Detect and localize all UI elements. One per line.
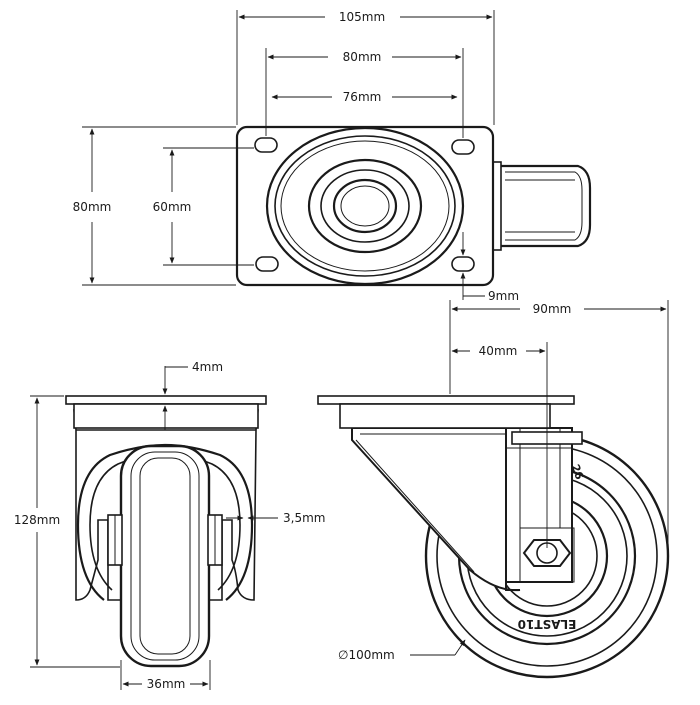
side-view: ELAST10 26 90mm 40mm ∅100mm xyxy=(317,300,670,679)
dim-hole-diameter: 9mm xyxy=(488,289,519,303)
dim-hole-spacing-vertical: 60mm xyxy=(153,200,192,214)
mount-hole-bl xyxy=(255,256,279,272)
side-plate xyxy=(317,395,575,405)
swivel-rings xyxy=(265,126,465,286)
dim-hole-spacing-outer: 80mm xyxy=(343,50,382,64)
mount-hole-tr xyxy=(451,139,475,155)
dim-plate-height: 80mm xyxy=(73,200,112,214)
swivel-housing-side xyxy=(492,161,592,251)
dim-offset: 40mm xyxy=(479,344,518,358)
dim-wheel-width: 36mm xyxy=(147,677,186,691)
dim-plate-width: 105mm xyxy=(339,10,385,24)
side-fork xyxy=(351,427,521,592)
dim-plate-thickness: 4mm xyxy=(192,360,223,374)
dim-total-height: 128mm xyxy=(14,513,60,527)
mount-hole-br xyxy=(451,256,475,272)
dim-total-length: 90mm xyxy=(533,302,572,316)
dim-hole-spacing-inner: 76mm xyxy=(343,90,382,104)
dim-wheel-diameter: ∅100mm xyxy=(338,648,395,662)
top-view: 105mm 80mm 76mm 80mm 60mm 9mm xyxy=(73,10,592,303)
front-plate xyxy=(65,395,267,405)
mount-hole-tl xyxy=(254,137,278,153)
front-view: 4mm 128mm 3,5mm 36mm xyxy=(14,360,326,691)
front-wheel xyxy=(107,444,223,668)
tire-brand: ELAST10 xyxy=(518,617,577,631)
dim-fork-thickness: 3,5mm xyxy=(283,511,325,525)
axle-nut xyxy=(522,539,572,567)
